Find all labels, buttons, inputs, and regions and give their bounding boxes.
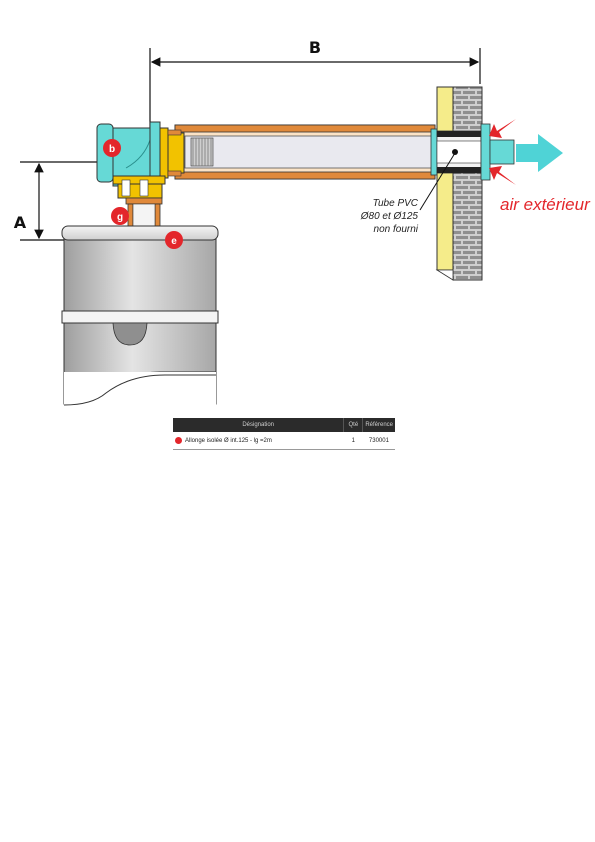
- boiler: [61, 225, 219, 406]
- badge-e: e: [165, 231, 183, 249]
- header-quantity: Qté: [343, 418, 364, 432]
- part-e-marker-icon: [175, 436, 182, 444]
- badge-b-label: b: [109, 144, 115, 155]
- tube-note-line2: Ø80 et Ø125: [360, 211, 419, 222]
- installation-diagram: B A air extérieur: [14, 38, 591, 406]
- reference-cell: 730001: [362, 432, 395, 450]
- badge-e-label: e: [171, 236, 177, 247]
- designation-text: Allonge isolée Ø int.125 - lg =2m: [185, 438, 272, 445]
- intake-arrow-bottom-icon: [489, 166, 516, 185]
- badge-b: b: [103, 139, 121, 157]
- badge-g: g: [111, 207, 129, 225]
- designation-cell: Allonge isolée Ø int.125 - lg =2m: [173, 432, 344, 450]
- parts-table-header: Désignation Qté Référence: [173, 418, 395, 432]
- air-exterieur-label: air extérieur: [500, 195, 591, 214]
- exhaust-arrow-icon: [516, 134, 563, 172]
- air-arrows: air extérieur: [489, 119, 591, 214]
- header-reference: Référence: [362, 418, 395, 432]
- wall: [435, 86, 483, 281]
- tube-note-line3: non fourni: [374, 224, 419, 235]
- header-designation: Désignation: [173, 418, 345, 432]
- horizontal-duct: [174, 124, 436, 180]
- tube-pvc-note: Tube PVC Ø80 et Ø125 non fourni: [360, 152, 456, 235]
- dimension-b-label: B: [309, 38, 321, 57]
- flue-collar: [112, 175, 166, 229]
- table-row: Allonge isolée Ø int.125 - lg =2m 1 7300…: [173, 432, 395, 450]
- intake-arrow-top-icon: [489, 119, 516, 138]
- quantity-cell: 1: [343, 432, 363, 450]
- wall-terminal: [430, 123, 515, 181]
- tube-note-line1: Tube PVC: [373, 198, 419, 209]
- parts-table: Désignation Qté Référence Allonge isolée…: [173, 418, 395, 450]
- dimension-a-label: A: [14, 213, 27, 232]
- badge-g-label: g: [117, 212, 123, 223]
